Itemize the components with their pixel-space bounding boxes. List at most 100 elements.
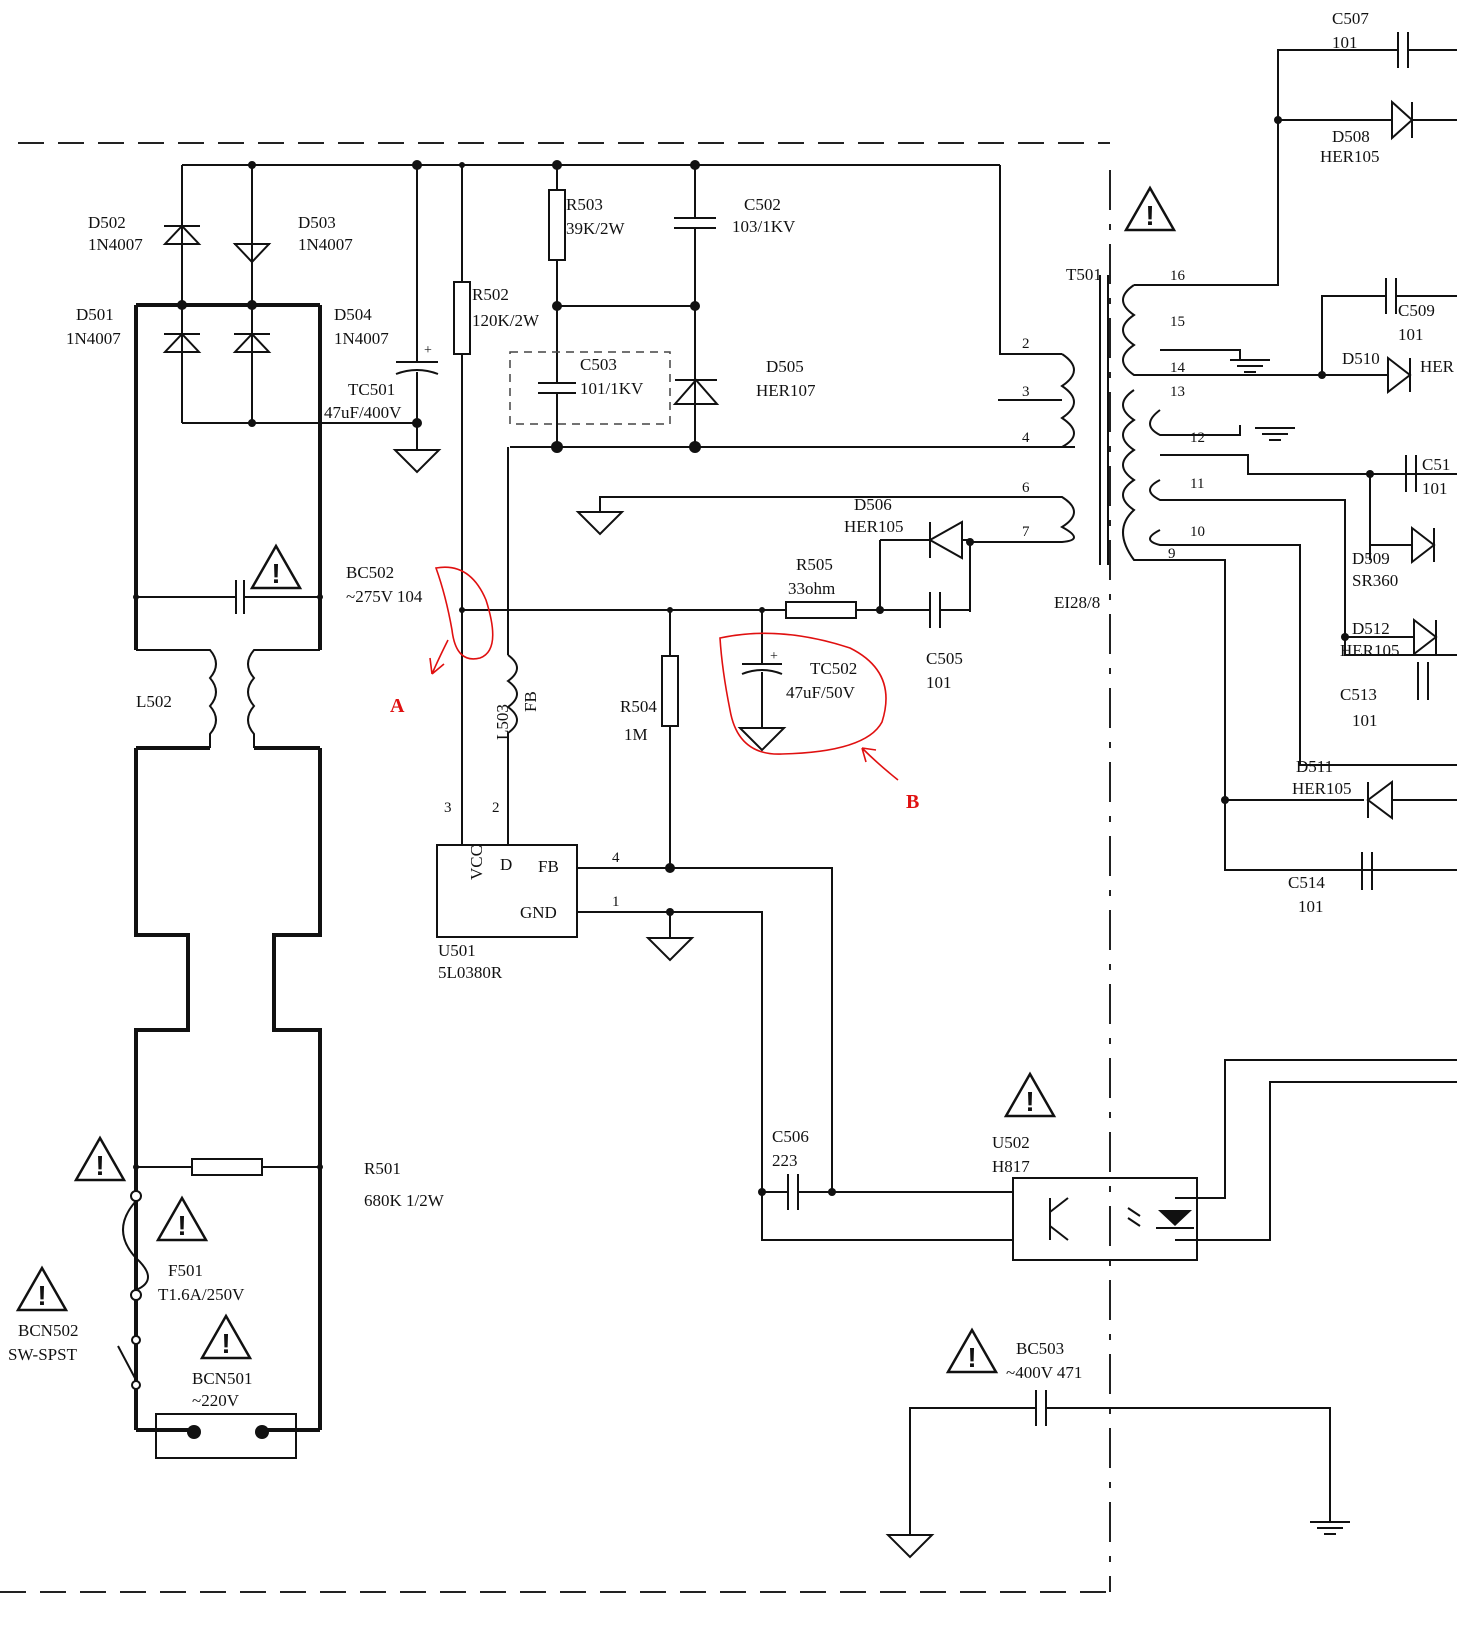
r505-ref: R505 [796, 555, 833, 574]
u502-value: H817 [992, 1157, 1030, 1176]
c513-ref: C513 [1340, 685, 1377, 704]
pwm-controller [436, 447, 1013, 1241]
r502-value: 120K/2W [472, 311, 540, 330]
svg-text:+: + [770, 649, 778, 664]
ground-icon [394, 449, 440, 473]
d511-ref: D511 [1296, 757, 1333, 776]
c509-ref: C509 [1398, 301, 1435, 320]
primary-boundary [0, 142, 1111, 1593]
c502-ref: C502 [744, 195, 781, 214]
r501-value: 680K 1/2W [364, 1191, 445, 1210]
c503-ref: C503 [580, 355, 617, 374]
bcn502-value: SW-SPST [8, 1345, 78, 1364]
u501-pin-1: 1 [612, 894, 620, 910]
l503-ref: L503 [493, 704, 512, 740]
u501-ref: U501 [438, 941, 476, 960]
t501-pin-11: 11 [1190, 476, 1204, 492]
u501-pin-fb: FB [538, 857, 559, 876]
d508-value: HER105 [1320, 147, 1380, 166]
bc503-value: ~400V 471 [1006, 1363, 1082, 1382]
t501-pin-13: 13 [1170, 384, 1185, 400]
bc503-ref: BC503 [1016, 1339, 1064, 1358]
annotation-a: A [390, 695, 405, 717]
c505-value: 101 [926, 673, 952, 692]
d509-ref: D509 [1352, 549, 1390, 568]
warning-triangle-icon [16, 1266, 68, 1313]
c509-value: 101 [1398, 325, 1424, 344]
t501-pin-3: 3 [1022, 384, 1030, 400]
d503-value: 1N4007 [298, 235, 353, 254]
tc501-value: 47uF/400V [324, 403, 402, 422]
t501-pin-16: 16 [1170, 268, 1186, 284]
d502-value: 1N4007 [88, 235, 143, 254]
t501-pin-2: 2 [1022, 336, 1030, 352]
ground-icon [887, 1534, 933, 1558]
c506-value: 223 [772, 1151, 798, 1170]
u502-ref: U502 [992, 1133, 1030, 1152]
u502-optocoupler [1012, 1059, 1457, 1261]
t501-pin-7: 7 [1022, 524, 1030, 540]
c507-ref: C507 [1332, 9, 1369, 28]
tc502-ref: TC502 [810, 659, 857, 678]
t501-pin-14: 14 [1170, 360, 1186, 376]
secondary-outputs [1221, 32, 1457, 890]
r505-value: 33ohm [788, 579, 835, 598]
bc502-ref: BC502 [346, 563, 394, 582]
warning-triangle-icon [946, 1328, 998, 1375]
d512-ref: D512 [1352, 619, 1390, 638]
ground-icon [739, 727, 785, 751]
c502-value: 103/1KV [732, 217, 796, 236]
c51-ref: C51 [1422, 455, 1450, 474]
earth-ground-icon [1229, 359, 1271, 373]
warning-triangle-icon [1004, 1072, 1056, 1119]
d506-ref: D506 [854, 495, 892, 514]
r502-ref: R502 [472, 285, 509, 304]
warning-triangle-icon [74, 1136, 126, 1183]
c506-ref: C506 [772, 1127, 809, 1146]
tc502-value: 47uF/50V [786, 683, 856, 702]
d501-value: 1N4007 [66, 329, 121, 348]
d502-ref: D502 [88, 213, 126, 232]
d501-ref: D501 [76, 305, 114, 324]
c507-value: 101 [1332, 33, 1358, 52]
annotation-b: B [906, 791, 919, 813]
l502-ref: L502 [136, 692, 172, 711]
bcn501-ref: BCN501 [192, 1369, 252, 1388]
u501-pin-d: D [500, 855, 512, 874]
warning-triangle-icon [250, 544, 302, 591]
ground-icon [577, 511, 623, 535]
t501-pin-9: 9 [1168, 546, 1176, 562]
c503-value: 101/1KV [580, 379, 644, 398]
d505-value: HER107 [756, 381, 816, 400]
d508-ref: D508 [1332, 127, 1370, 146]
bcn502-ref: BCN502 [18, 1321, 78, 1340]
c51-value: 101 [1422, 479, 1448, 498]
t501-transformer [599, 120, 1457, 871]
svg-text:+: + [424, 343, 432, 358]
c514-value: 101 [1298, 897, 1324, 916]
d506-value: HER105 [844, 517, 904, 536]
t501-pin-4: 4 [1022, 430, 1030, 446]
snubber-network [509, 160, 1075, 453]
u501-pin-gnd: GND [520, 903, 557, 922]
t501-pin-15: 15 [1170, 314, 1185, 330]
r504-value: 1M [624, 725, 648, 744]
u501-pin-vcc: VCC [467, 845, 486, 880]
r502-resistor [453, 162, 471, 845]
earth-ground-icon [1309, 1521, 1351, 1535]
f501-value: T1.6A/250V [158, 1285, 245, 1304]
c514-ref: C514 [1288, 873, 1325, 892]
d504-value: 1N4007 [334, 329, 389, 348]
u501-pin-2: 2 [492, 800, 500, 816]
d505-ref: D505 [766, 357, 804, 376]
warning-triangle-icon [200, 1314, 252, 1361]
bc502-value: ~275V 104 [346, 587, 423, 606]
c505-ref: C505 [926, 649, 963, 668]
t501-pin-12: 12 [1190, 430, 1205, 446]
t501-ref: T501 [1066, 265, 1102, 284]
red-annotations [429, 566, 899, 781]
t501-pin-10: 10 [1190, 524, 1205, 540]
f501-ref: F501 [168, 1261, 203, 1280]
t501-core: EI28/8 [1054, 593, 1100, 612]
